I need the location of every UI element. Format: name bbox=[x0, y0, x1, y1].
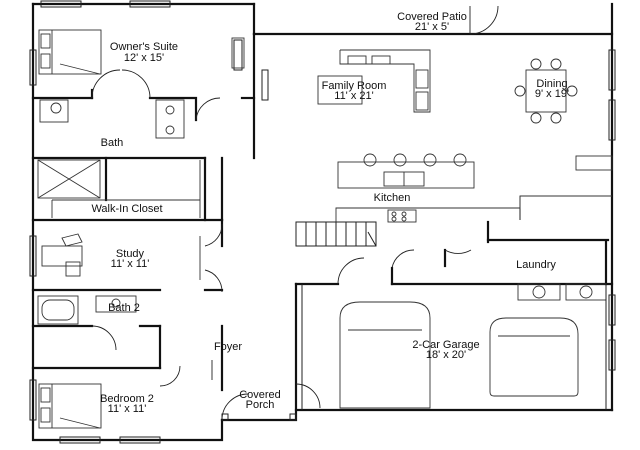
windows bbox=[29, 0, 616, 444]
study-label: Study bbox=[116, 248, 145, 260]
garage-cars bbox=[301, 284, 607, 410]
closet-shelves bbox=[37, 159, 201, 218]
room-labels: Covered Patio 21' x 5' Owner's Suite 12'… bbox=[91, 11, 569, 415]
bath-2-label: Bath 2 bbox=[108, 302, 140, 314]
study-size: 11' x 11' bbox=[111, 258, 150, 270]
porch-posts bbox=[221, 413, 297, 421]
bath2-fixtures bbox=[37, 295, 137, 325]
walk-in-closet-label: Walk-In Closet bbox=[91, 203, 162, 215]
laundry-label: Laundry bbox=[516, 259, 556, 271]
garage-label: 2-Car Garage bbox=[412, 339, 479, 351]
covered-patio-size: 21' x 5' bbox=[415, 21, 449, 33]
study-furniture bbox=[41, 233, 201, 280]
covered-porch-label: Covered bbox=[239, 389, 281, 401]
bedroom-2-size: 11' x 11' bbox=[108, 403, 147, 415]
kitchen-fixtures bbox=[296, 153, 613, 223]
dining-label: Dining bbox=[536, 78, 567, 90]
covered-patio-label: Covered Patio bbox=[397, 11, 467, 23]
bedroom2-bed bbox=[38, 383, 102, 429]
bedroom-2-label: Bedroom 2 bbox=[100, 393, 154, 405]
foyer-label: Foyer bbox=[214, 341, 242, 353]
family-room-label: Family Room bbox=[322, 80, 387, 92]
family-sofa bbox=[317, 49, 431, 113]
bath-label: Bath bbox=[101, 137, 124, 149]
covered-porch-label-2: Porch bbox=[246, 399, 275, 411]
bath-fixtures bbox=[39, 99, 185, 139]
owners-suite-label: Owner's Suite bbox=[110, 41, 178, 53]
dining-table bbox=[514, 58, 578, 124]
owners-bed bbox=[38, 29, 245, 75]
owners-suite-size: 12' x 15' bbox=[124, 52, 164, 64]
doors bbox=[91, 5, 499, 421]
stairs bbox=[295, 221, 377, 247]
kitchen-label: Kitchen bbox=[374, 192, 411, 204]
laundry-machines bbox=[517, 283, 607, 301]
family-room-size: 11' x 21' bbox=[334, 90, 373, 102]
garage-size: 18' x 20' bbox=[426, 349, 466, 361]
dining-size: 9' x 19' bbox=[535, 88, 569, 100]
